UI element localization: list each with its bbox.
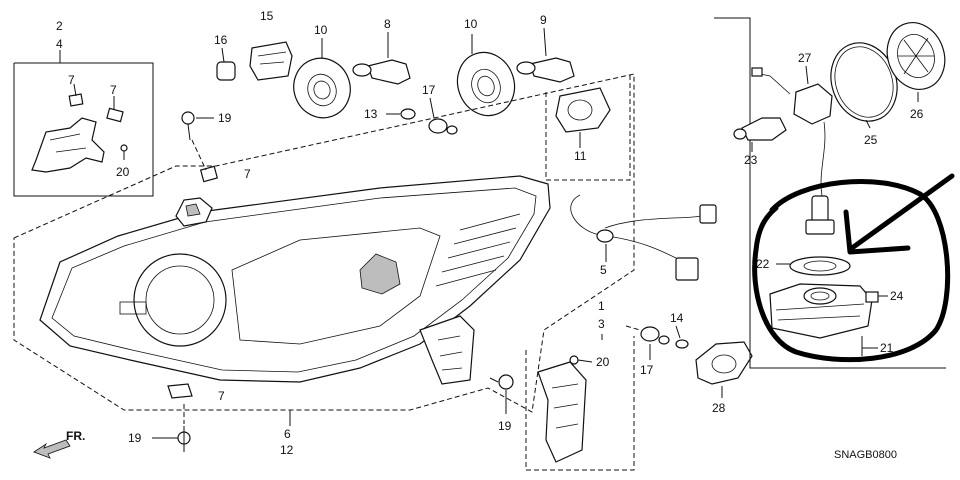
leveling-group-11 (545, 74, 631, 181)
figure-code: SNAGB0800 (834, 449, 897, 461)
label-7b: 7 (110, 83, 117, 97)
label-15: 15 (260, 9, 274, 23)
label-28: 28 (712, 401, 726, 415)
label-6: 6 (284, 427, 291, 441)
label-19b: 19 (128, 431, 142, 445)
label-2: 2 (56, 19, 63, 33)
label-9: 9 (540, 13, 547, 27)
screws-19 (152, 111, 514, 452)
label-22: 22 (756, 257, 770, 271)
hid-group-box (714, 17, 946, 369)
label-7d: 7 (218, 389, 225, 403)
label-19c: 19 (498, 419, 512, 433)
label-8: 8 (384, 17, 391, 31)
label-27: 27 (798, 51, 812, 65)
label-1: 1 (598, 299, 605, 313)
label-16: 16 (214, 33, 228, 47)
wire-harness-5 (570, 194, 717, 281)
label-11: 11 (574, 149, 587, 163)
label-7c: 7 (244, 167, 251, 181)
bulb-parts-top (216, 27, 575, 135)
part-labels: 2 4 7 7 20 16 15 10 8 10 9 19 13 17 11 7… (56, 9, 924, 457)
label-13: 13 (364, 107, 378, 121)
label-20a: 20 (116, 165, 130, 179)
label-26: 26 (910, 107, 924, 121)
label-5: 5 (600, 263, 607, 277)
label-24: 24 (890, 289, 904, 303)
direction-label: FR. (66, 429, 85, 443)
side-marker-parts (625, 325, 753, 398)
label-12: 12 (280, 443, 294, 457)
label-17b: 17 (640, 363, 654, 377)
bracket-group-2-4 (13, 50, 154, 197)
label-21: 21 (880, 341, 894, 355)
bracket-group-1-3 (525, 334, 635, 471)
label-17a: 17 (422, 83, 436, 97)
label-14: 14 (670, 311, 684, 325)
label-4: 4 (56, 37, 63, 51)
highlight-annotation (752, 173, 955, 363)
label-20b: 20 (596, 355, 610, 369)
label-10b: 10 (464, 17, 478, 31)
label-10a: 10 (314, 23, 328, 37)
label-25: 25 (864, 133, 878, 147)
label-7a: 7 (68, 73, 75, 87)
label-3: 3 (598, 317, 605, 331)
front-direction-arrow: FR. (33, 429, 85, 459)
headlight-housing-6-12 (13, 73, 635, 426)
label-23: 23 (744, 153, 758, 167)
label-19a: 19 (218, 111, 232, 125)
